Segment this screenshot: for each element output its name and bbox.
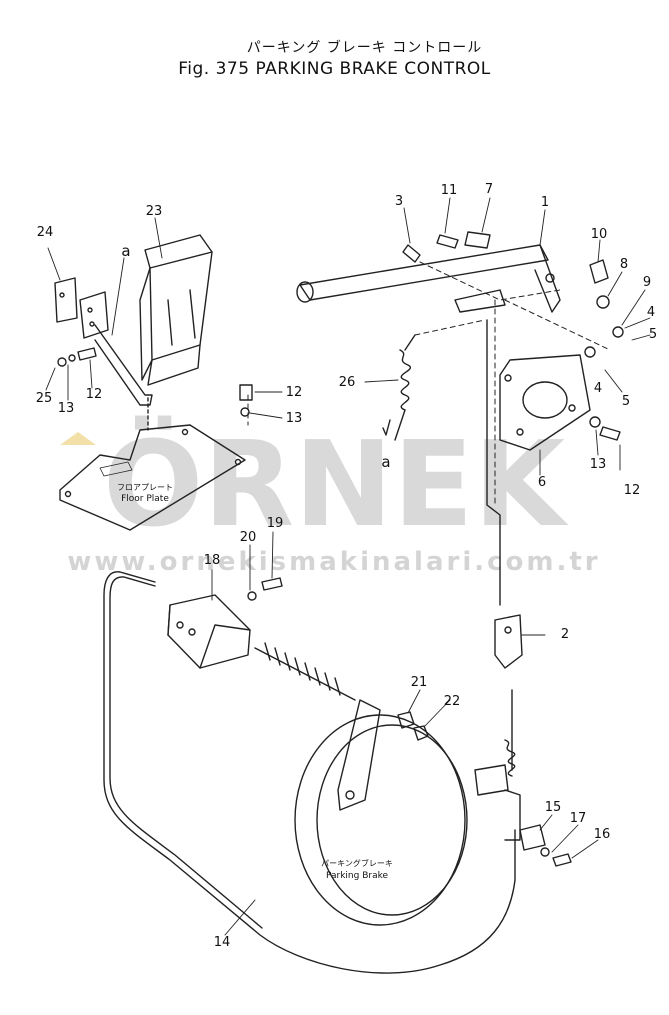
callout-20: 20 [240,530,257,545]
callout-1: 1 [541,195,549,210]
callout-13b: 13 [286,411,303,426]
callout-8: 8 [620,257,628,272]
threaded-rod [254,642,356,701]
callout-21: 21 [411,675,428,690]
callout-16: 16 [594,827,611,842]
watermark-brand: ÖRNEK [103,415,570,553]
parking-brake-label-en: Parking Brake [326,871,389,881]
brake-drum [294,699,468,926]
callout-9: 9 [643,275,651,290]
callout-17: 17 [570,811,587,826]
bracket-18 [167,594,251,669]
callout-19: 19 [267,516,284,531]
callout-13a: 13 [58,401,75,416]
cable-14 [103,571,516,974]
callout-4a: 4 [647,305,655,320]
callout-3: 3 [395,194,403,209]
callout-14: 14 [214,935,231,950]
callout-12c: 12 [624,483,641,498]
watermark: ÖRNEK www.ornekismakinalari.com.tr [60,415,600,577]
plate-6 [499,354,591,451]
floor-plate [59,397,246,531]
callout-15: 15 [545,800,562,815]
callout-13c: 13 [590,457,607,472]
watermark-accent [60,432,96,445]
ref-a-upper: a [121,242,130,260]
part-labels: フロアプレート Floor Plate パーキングブレーキ Parking Br… [117,483,393,881]
callout-26: 26 [339,375,356,390]
leader-lines [45,197,651,936]
callout-12a: 12 [86,387,103,402]
rod [486,319,501,606]
callout-18: 18 [204,553,221,568]
callout-labels: 1 2 3 4 4 5 5 6 7 8 9 10 11 12 12 12 13 … [36,182,657,950]
clevis-2 [494,614,523,669]
callout-24: 24 [37,225,54,240]
figure-title: Fig. 375 PARKING BRAKE CONTROL [178,59,491,79]
callout-2: 2 [561,627,569,642]
bolts [77,231,621,867]
ref-a-lower: a [381,453,390,471]
nut-21 [397,711,415,729]
ref-arrow [382,419,391,436]
washers [57,259,624,857]
floor-plate-label-en: Floor Plate [121,494,169,504]
callout-22: 22 [444,694,461,709]
watermark-url: www.ornekismakinalari.com.tr [67,547,600,577]
floor-plate-label-jp: フロアプレート [117,483,173,492]
callout-25: 25 [36,391,53,406]
callout-10: 10 [591,227,608,242]
callout-23: 23 [146,204,163,219]
spring-26 [394,334,416,441]
bracket-23 [139,234,213,386]
bracket-15 [474,689,546,851]
lever-1 [296,244,561,313]
title-japanese: パーキング ブレーキ コントロール [246,40,483,56]
bracket-24 [54,277,153,406]
callout-7: 7 [485,182,493,197]
parking-brake-label-jp: パーキングブレーキ [321,858,393,868]
callout-5a: 5 [649,327,657,342]
callout-4b: 4 [594,381,602,396]
callout-6: 6 [538,475,546,490]
callout-5b: 5 [622,394,630,409]
callout-12b: 12 [286,385,303,400]
callout-11: 11 [441,183,458,198]
nut-22 [413,725,429,741]
